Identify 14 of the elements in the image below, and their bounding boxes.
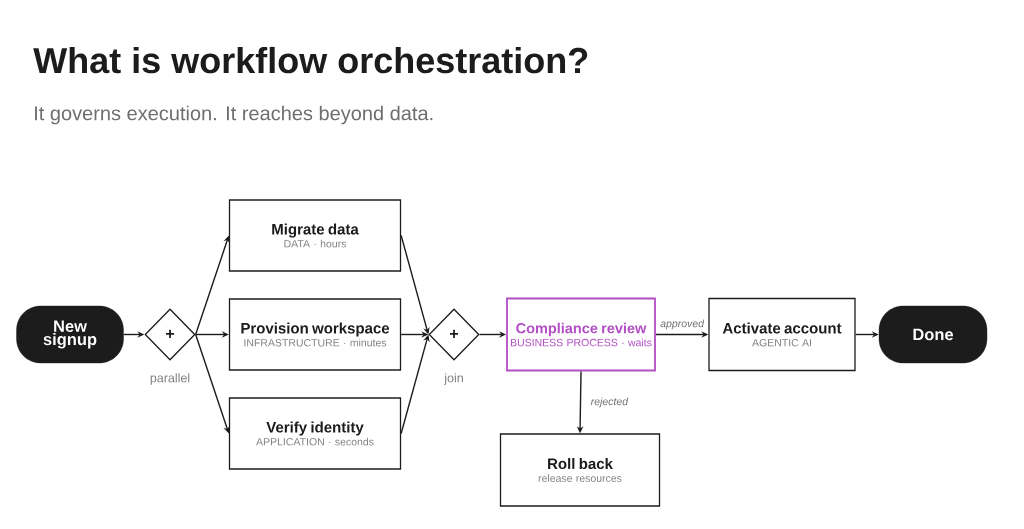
title: What is workflow orchestration? bbox=[33, 46, 588, 74]
gateway-label: parallel bbox=[150, 373, 190, 385]
task-box: Compliance review BUSINESS PROCESS · waits bbox=[506, 297, 656, 372]
task-box: Migrate data DATA · hours bbox=[228, 199, 402, 272]
edge-label: approved bbox=[659, 318, 705, 331]
edge-label: rejected bbox=[589, 396, 630, 409]
subtitle: It governs execution. It reaches beyond data. bbox=[35, 105, 433, 125]
task-box: Activate account AGENTIC AI bbox=[708, 297, 856, 372]
terminal-pill: New signup bbox=[16, 305, 124, 364]
task-box: Roll back release resources bbox=[499, 433, 661, 507]
terminal-pill: Done bbox=[878, 305, 988, 364]
task-box: Verify identity APPLICATION · seconds bbox=[228, 397, 402, 470]
task-box: Provision workspace INFRASTRUCTURE · minutes bbox=[228, 298, 402, 371]
gateway-label: join bbox=[443, 373, 463, 385]
